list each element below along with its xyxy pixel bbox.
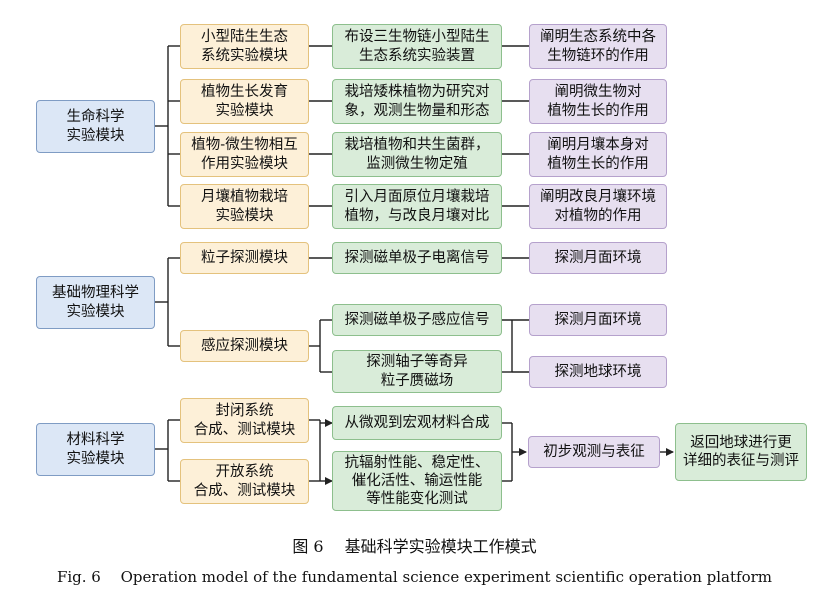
- life-method-4: 引入月面原位月壤栽培 植物，与改良月壤对比: [332, 184, 502, 229]
- life-goal-4: 阐明改良月壤环境 对植物的作用: [529, 184, 667, 229]
- induction-goal-1: 探测月面环境: [529, 304, 667, 336]
- physics-module: 基础物理科学 实验模块: [36, 276, 155, 329]
- figure-caption-chinese: 图 6 基础科学实验模块工作模式: [292, 537, 537, 556]
- induction-method-2: 探测轴子等奇异 粒子赝磁场: [332, 350, 502, 393]
- induction-goal-2: 探测地球环境: [529, 356, 667, 388]
- life-sub-module-4: 月壤植物栽培 实验模块: [180, 184, 309, 229]
- preliminary-observation: 初步观测与表征: [528, 436, 660, 468]
- life-sub-module-1: 小型陆生生态 系统实验模块: [180, 24, 309, 69]
- life-goal-2: 阐明微生物对 植物生长的作用: [529, 79, 667, 124]
- life-goal-1: 阐明生态系统中各 生物链环的作用: [529, 24, 667, 69]
- return-to-earth: 返回地球进行更 详细的表征与测评: [675, 423, 807, 481]
- closed-system-module: 封闭系统 合成、测试模块: [180, 398, 309, 443]
- life-sub-module-2: 植物生长发育 实验模块: [180, 79, 309, 124]
- life-method-3: 栽培植物和共生菌群， 监测微生物定殖: [332, 132, 502, 177]
- particle-detection-module: 粒子探测模块: [180, 242, 309, 274]
- life-method-2: 栽培矮株植物为研究对 象，观测生物量和形态: [332, 79, 502, 124]
- life-sub-module-3: 植物-微生物相互 作用实验模块: [180, 132, 309, 177]
- material-synthesis: 从微观到宏观材料合成: [332, 406, 502, 440]
- property-testing: 抗辐射性能、稳定性、 催化活性、输运性能 等性能变化测试: [332, 451, 502, 511]
- particle-method: 探测磁单极子电离信号: [332, 242, 502, 274]
- material-science-module: 材料科学 实验模块: [36, 423, 155, 476]
- induction-detection-module: 感应探测模块: [180, 330, 309, 362]
- life-goal-3: 阐明月壤本身对 植物生长的作用: [529, 132, 667, 177]
- figure-caption-english: Fig. 6 Operation model of the fundamenta…: [56, 568, 773, 586]
- life-science-module: 生命科学 实验模块: [36, 100, 155, 153]
- life-method-1: 布设三生物链小型陆生 生态系统实验装置: [332, 24, 502, 69]
- induction-method-1: 探测磁单极子感应信号: [332, 304, 502, 336]
- particle-goal: 探测月面环境: [529, 242, 667, 274]
- open-system-module: 开放系统 合成、测试模块: [180, 459, 309, 504]
